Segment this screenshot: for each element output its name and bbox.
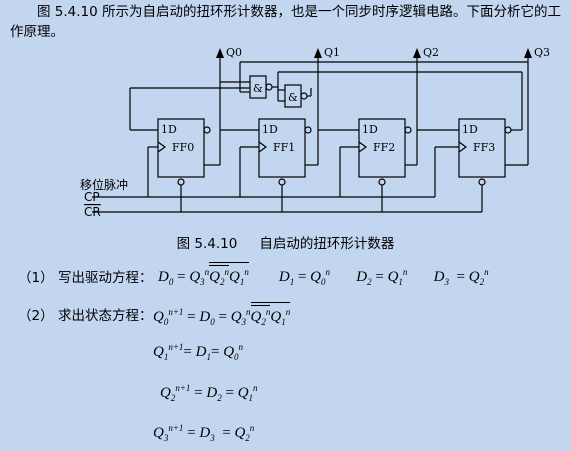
gate-2-symbol: & — [288, 91, 298, 104]
d-label-2: 1D — [362, 123, 378, 136]
figure-number: 图 5.4.10 — [176, 236, 238, 252]
cr-label: CR — [84, 205, 101, 219]
state-equation-0: Q0n+1 = D0 = Q3nQ2nQ1n — [153, 302, 291, 327]
ff2-box — [358, 118, 406, 178]
cp-label: CP — [84, 190, 100, 204]
step-2: （2）求出状态方程： — [18, 304, 153, 324]
figure-caption: 图 5.4.10 自启动的扭环形计数器 — [0, 232, 571, 252]
circuit-diagram: Q0 Q1 Q2 Q3 1D 1D 1D 1D FF0 FF1 FF2 FF3 … — [80, 46, 550, 219]
state-equation-1: Q1n+1= D1= Q0n — [153, 342, 244, 362]
ff1-label: FF1 — [273, 141, 295, 154]
q0-label: Q0 — [226, 46, 242, 59]
d-label-1: 1D — [262, 123, 278, 136]
q3-label: Q3 — [534, 46, 550, 59]
ff3-label: FF3 — [473, 141, 495, 154]
ff0-label: FF0 — [172, 141, 194, 154]
d-label-0: 1D — [161, 123, 177, 136]
shift-pulse-label: 移位脉冲 — [80, 177, 128, 192]
ff3-box — [458, 118, 506, 178]
driving-equations: D0 = Q3nQ2nQ1n D1 = Q0n D2 = Q1n D3 = Q2… — [158, 262, 489, 287]
step-1-label: 写出驱动方程： — [58, 270, 153, 286]
q2-label: Q2 — [423, 46, 439, 59]
ff1-box — [258, 118, 306, 178]
step-1: （1）写出驱动方程： — [18, 266, 153, 286]
gate-1-symbol: & — [253, 82, 263, 95]
ff2-label: FF2 — [373, 141, 395, 154]
q1-label: Q1 — [324, 46, 340, 59]
state-equation-2: Q2n+1 = D2 = Q1n — [160, 383, 258, 403]
step-2-index: （2） — [18, 308, 54, 324]
figure-title: 自启动的扭环形计数器 — [259, 236, 395, 252]
ff0-box — [157, 118, 205, 178]
state-equation-3: Q3n+1 = D3 = Q2n — [153, 423, 255, 443]
step-1-index: （1） — [18, 270, 54, 286]
step-2-label: 求出状态方程： — [58, 308, 153, 324]
intro-paragraph: 图 5.4.10 所示为自启动的扭环形计数器，也是一个同步时序逻辑电路。下面分析… — [10, 4, 562, 40]
d-label-3: 1D — [462, 123, 478, 136]
